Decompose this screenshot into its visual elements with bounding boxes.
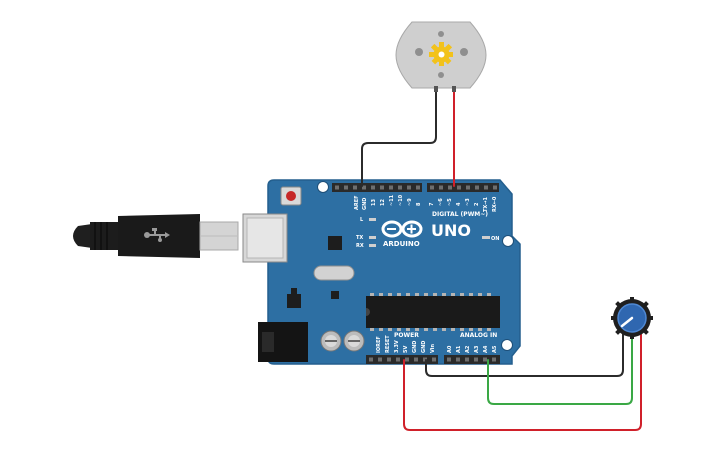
power-header-label: POWER: [394, 332, 419, 339]
wire-pot-gnd[interactable]: [425, 327, 624, 377]
infinity-logo-icon: [381, 220, 423, 238]
atmega-chip: [366, 296, 500, 328]
pin-label-5v: 5V: [403, 346, 409, 353]
gear-icon: [429, 42, 453, 66]
pin-label-d8: 8: [416, 202, 422, 206]
motor-screw: [460, 48, 468, 56]
voltage-regulator: [287, 294, 301, 308]
pin-label-3v3: 3.3V: [394, 340, 400, 353]
status-leds: [369, 218, 490, 247]
pin-label-a1: A1: [456, 345, 462, 353]
wire-motor-gnd[interactable]: [361, 89, 437, 187]
reset-button-cap: [286, 191, 296, 201]
pin-label-d1: TX→1: [483, 197, 489, 212]
led-on-label: ON: [491, 236, 499, 242]
capacitor: [320, 330, 342, 352]
pin-label-a3: A3: [474, 345, 480, 353]
pin-label-gnd1: GND: [412, 341, 418, 353]
motor-screw: [415, 48, 423, 56]
pin-label-d6: ~6: [438, 198, 444, 206]
pin-label-d9: ~9: [407, 198, 413, 206]
usb-icon: [144, 228, 170, 242]
wire-pot-signal[interactable]: [487, 333, 633, 405]
usb-cable-tail: [73, 224, 92, 248]
motor-vent: [438, 72, 444, 78]
potentiometer[interactable]: [611, 297, 653, 339]
pin-label-d13: 13: [371, 199, 377, 206]
mount-hole: [501, 339, 513, 351]
pin-label-vin: Vin: [430, 344, 436, 353]
pin-label-ioref: IOREF: [376, 336, 382, 353]
analog-header[interactable]: [444, 355, 500, 364]
motor-terminal: [452, 86, 456, 92]
power-header[interactable]: [366, 355, 438, 364]
pin-label-a2: A2: [465, 345, 471, 353]
pin-label-d3: ~3: [465, 198, 471, 206]
pin-label-gnd: GND: [362, 198, 368, 210]
capacitor: [343, 330, 365, 352]
arduino-board[interactable]: L TX RX ON ARDUINO UNO: [242, 179, 521, 365]
usb-controller-chip: [328, 236, 342, 250]
pin-label-d10: ~10: [398, 194, 404, 206]
pin-label-a0: A0: [447, 345, 453, 353]
chip-pins-bottom: [370, 328, 491, 331]
digital-header-right[interactable]: [427, 183, 499, 192]
pot-indicator: [620, 316, 634, 328]
brand-label: ARDUINO: [383, 240, 420, 248]
mount-hole: [502, 235, 514, 247]
pin-label-d12: 12: [380, 199, 386, 206]
pin-label-d0: RX←0: [492, 196, 498, 212]
motor-vent: [438, 31, 444, 37]
analog-header-label: ANALOG IN: [460, 332, 497, 339]
pin-label-a4: A4: [483, 345, 489, 353]
pin-label-d4: 4: [456, 202, 462, 206]
digital-header-left[interactable]: [332, 183, 422, 192]
model-label: UNO: [431, 221, 471, 240]
smd-component: [331, 291, 339, 299]
wire-pot-5v[interactable]: [403, 329, 642, 431]
pin-label-d11: ~11: [389, 194, 395, 206]
dc-motor[interactable]: [395, 21, 487, 92]
pin-label-d7: 7: [429, 202, 435, 206]
led-rx-label: RX: [356, 243, 364, 249]
led-l-label: L: [360, 217, 364, 223]
mount-hole: [317, 181, 329, 193]
crystal-oscillator: [313, 265, 355, 281]
digital-header-label: DIGITAL (PWM~): [432, 211, 488, 218]
led-tx-label: TX: [356, 235, 363, 241]
pin-label-d5: ~5: [447, 198, 453, 206]
pin-label-d2: 2: [474, 202, 480, 206]
pin-label-gnd2: GND: [421, 341, 427, 353]
motor-terminal: [434, 86, 438, 92]
chip-pins-top: [370, 293, 491, 296]
pin-label-aref: AREF: [354, 195, 360, 210]
usb-cable[interactable]: [73, 214, 239, 258]
pin-label-reset: RESET: [385, 335, 391, 353]
pin-label-a5: A5: [492, 345, 498, 353]
